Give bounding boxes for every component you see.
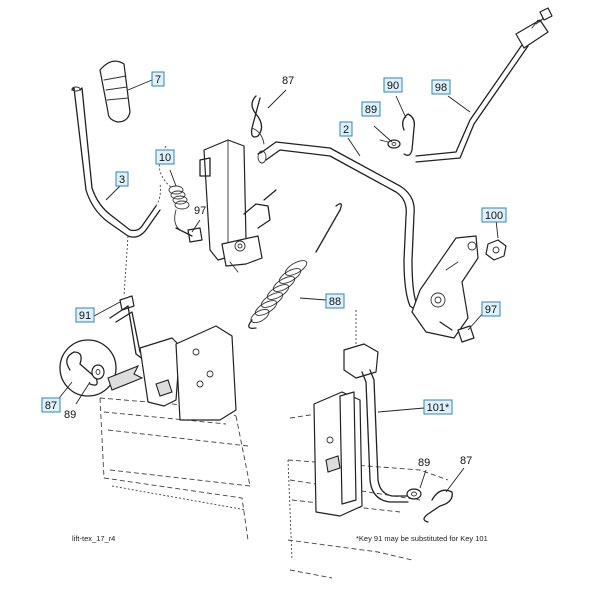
frame-left <box>99 397 251 541</box>
svg-text:10: 10 <box>159 152 171 164</box>
height-adjust-rod <box>415 7 553 163</box>
svg-text:89: 89 <box>365 104 377 116</box>
callout-88: 88 <box>325 293 345 309</box>
substitution-note: *Key 91 may be substituted for Key 101 <box>356 534 488 543</box>
label-87-top: 87 <box>282 75 294 87</box>
bolt-left <box>175 227 203 243</box>
svg-text:90: 90 <box>387 80 399 92</box>
svg-text:97: 97 <box>485 304 497 316</box>
right-lift-link <box>343 310 409 503</box>
callout-98: 98 <box>431 79 451 95</box>
label-89-bottom: 89 <box>418 457 430 469</box>
svg-text:3: 3 <box>119 174 125 186</box>
hairpin-clip-top <box>250 95 265 145</box>
svg-text:101*: 101* <box>427 402 450 414</box>
label-87-bottom: 87 <box>460 455 472 467</box>
detail-inset-circle <box>59 339 144 397</box>
callout-87-inset: 87 <box>41 397 61 413</box>
extension-spring <box>248 203 342 329</box>
callout-101: 101* <box>423 399 453 415</box>
clip-90 <box>402 113 416 156</box>
svg-text:98: 98 <box>435 82 447 94</box>
svg-text:88: 88 <box>329 296 341 308</box>
callout-2: 2 <box>339 121 353 137</box>
lift-handle-grip <box>99 60 131 123</box>
left-hanger-bracket <box>139 325 237 421</box>
callout-90: 90 <box>383 77 403 93</box>
washer-89-top <box>379 139 401 149</box>
callout-89-top: 89 <box>361 101 381 117</box>
left-lift-link <box>109 235 149 361</box>
pivot-bracket <box>199 139 271 273</box>
callout-3: 3 <box>115 171 129 187</box>
callout-10: 10 <box>155 149 175 165</box>
drawing-id: lift-tex_17_r4 <box>72 534 115 543</box>
nut-100 <box>485 239 507 261</box>
right-hanger-bracket <box>313 391 363 517</box>
callout-7: 7 <box>151 71 165 87</box>
svg-text:100: 100 <box>485 210 503 222</box>
callout-97-right: 97 <box>481 301 501 317</box>
washer-89-bottom <box>406 488 422 500</box>
bolt-right <box>439 321 475 343</box>
svg-text:2: 2 <box>343 124 349 136</box>
label-89-inset: 89 <box>64 409 76 421</box>
svg-text:87: 87 <box>45 400 57 412</box>
right-lift-arm <box>411 235 479 339</box>
callout-91: 91 <box>75 307 95 323</box>
lift-shaft <box>257 141 429 317</box>
svg-text:91: 91 <box>79 310 91 322</box>
svg-text:7: 7 <box>155 74 161 86</box>
hairpin-clip-bottom <box>423 489 453 523</box>
lift-rod <box>71 86 161 238</box>
label-97-left: 97 <box>194 205 206 217</box>
callout-100: 100 <box>481 207 507 223</box>
